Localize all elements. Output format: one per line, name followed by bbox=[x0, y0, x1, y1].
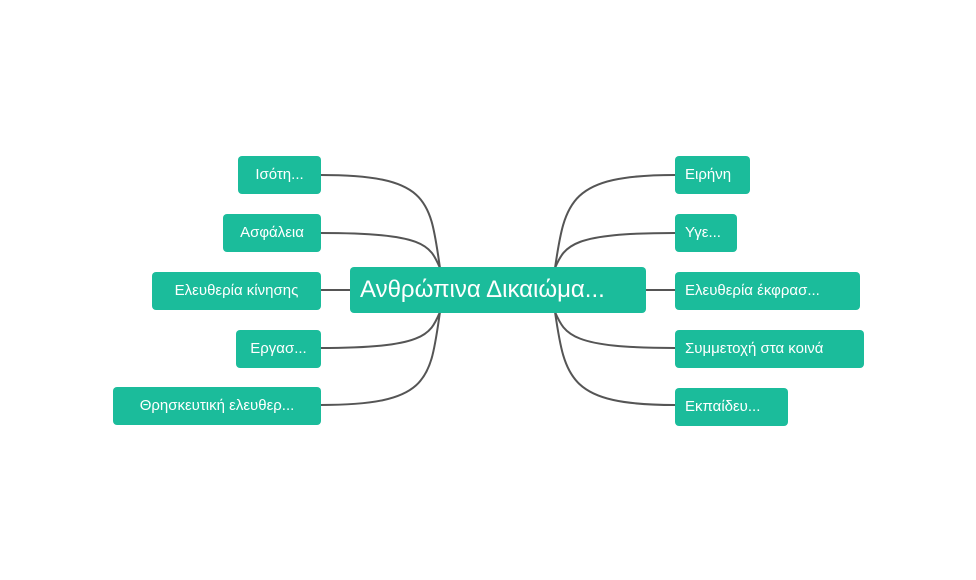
branch-left-2[interactable]: Ασφάλεια bbox=[223, 214, 321, 252]
connector-left-1 bbox=[319, 174, 441, 269]
branch-left-1[interactable]: Ισότη... bbox=[238, 156, 321, 194]
connector-right-1 bbox=[554, 174, 676, 269]
connector-left-4 bbox=[319, 311, 441, 349]
branch-right-4[interactable]: Συμμετοχή στα κοινά bbox=[675, 330, 864, 368]
branch-right-1[interactable]: Ειρήνη bbox=[675, 156, 750, 194]
connector-right-2 bbox=[554, 232, 676, 269]
connector-left-2 bbox=[319, 232, 441, 269]
root-topic[interactable]: Ανθρώπινα Δικαιώμα... bbox=[350, 267, 646, 313]
connector-right-4 bbox=[554, 311, 676, 349]
connector-left-5 bbox=[319, 311, 441, 406]
branch-left-4[interactable]: Εργασ... bbox=[236, 330, 321, 368]
branch-right-2[interactable]: Υγε... bbox=[675, 214, 737, 252]
branch-right-5[interactable]: Εκπαίδευ... bbox=[675, 388, 788, 426]
branch-right-3[interactable]: Ελευθερία έκφρασ... bbox=[675, 272, 860, 310]
branch-left-3[interactable]: Ελευθερία κίνησης bbox=[152, 272, 321, 310]
branch-left-5[interactable]: Θρησκευτική ελευθερ... bbox=[113, 387, 321, 425]
connector-right-5 bbox=[554, 311, 676, 406]
